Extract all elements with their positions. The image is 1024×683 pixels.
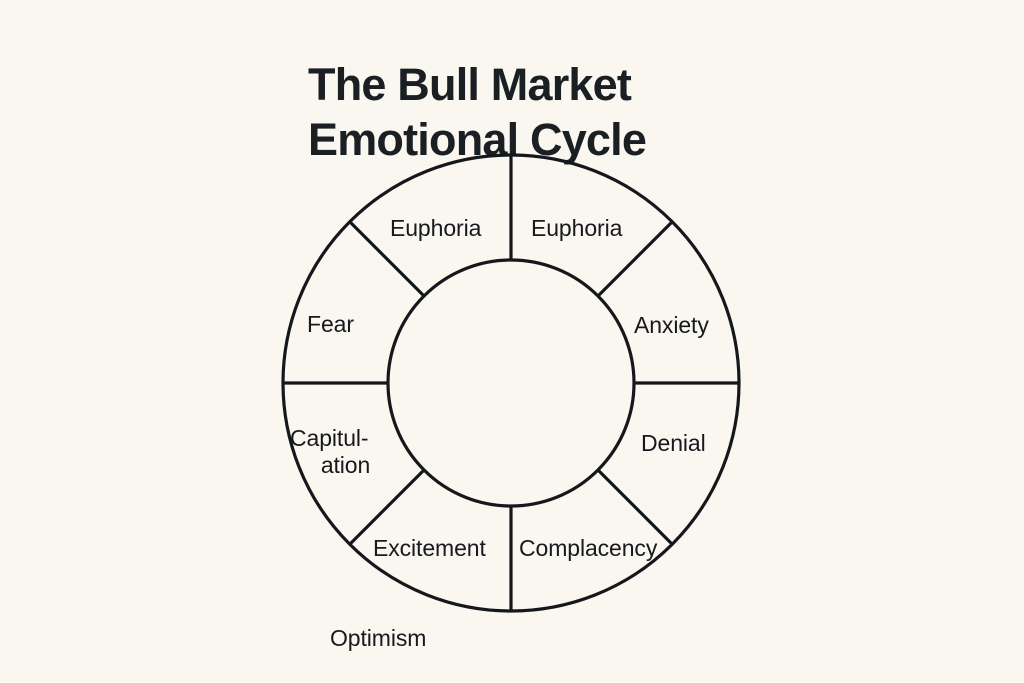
segment-label-capitulation-line2: ation	[320, 451, 371, 478]
divider-45deg	[596, 468, 674, 546]
segment-label-excitement: Excitement	[373, 535, 486, 561]
divider-135deg	[348, 468, 426, 546]
segment-label-fear: Fear	[307, 311, 354, 337]
outside-label-optimism: Optimism	[330, 625, 427, 651]
segment-label-capitulation: Capitul- ation	[290, 425, 415, 479]
segment-label-anxiety: Anxiety	[634, 312, 709, 338]
segment-label-complacency: Complacency	[519, 535, 658, 561]
divider-225deg	[348, 220, 426, 298]
page-title: The Bull Market Emotional Cycle	[308, 59, 647, 166]
inner-ring-circle	[386, 258, 636, 508]
segment-label-capitulation-line1: Capitul-	[290, 425, 369, 451]
segment-label-euphoria-left: Euphoria	[390, 215, 482, 241]
segment-label-denial: Denial	[641, 430, 706, 456]
divider-315deg	[596, 220, 674, 298]
segment-label-euphoria-right: Euphoria	[531, 215, 623, 241]
